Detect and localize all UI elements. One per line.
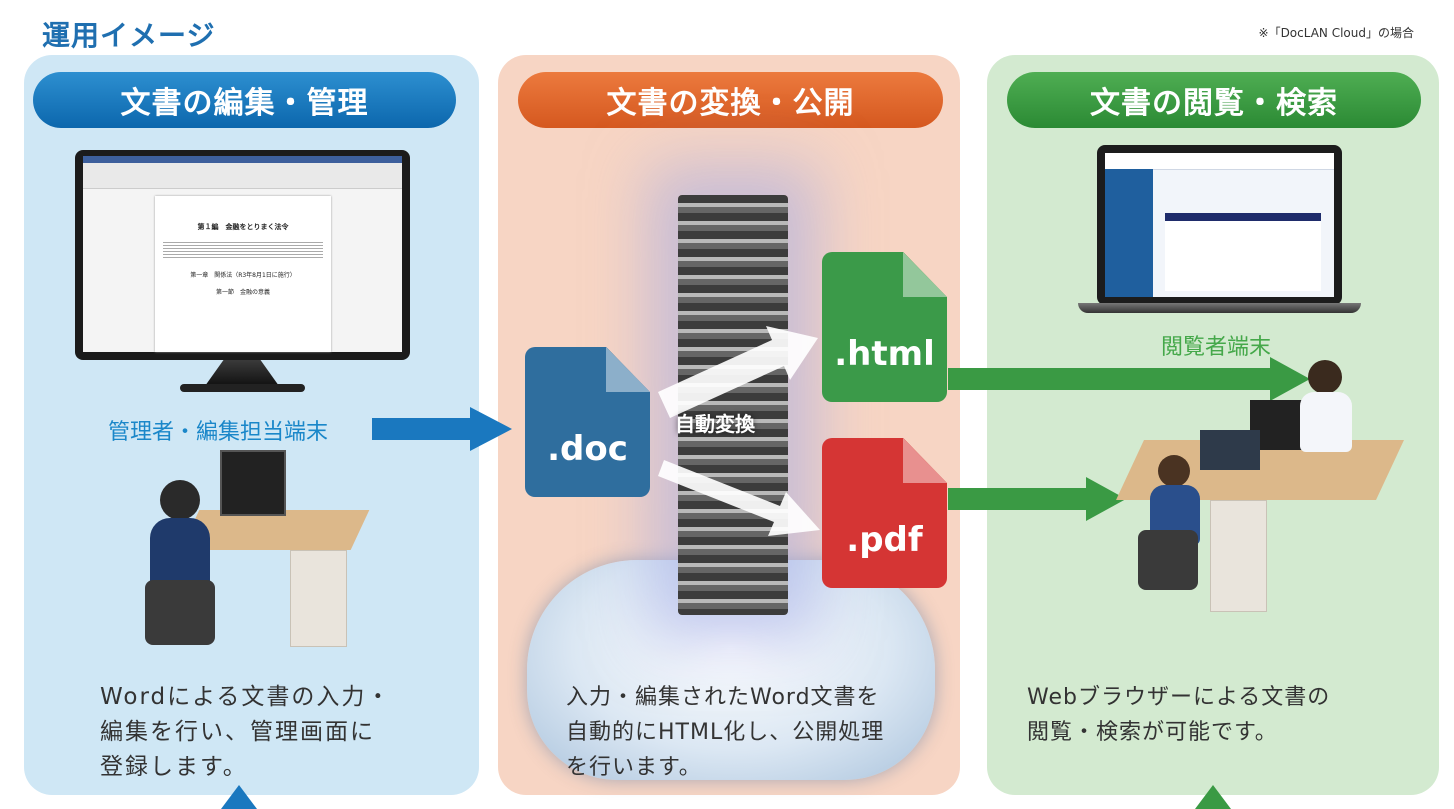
pdf-green-arrow-bar <box>948 488 1088 510</box>
panel1-bottom-pointer <box>221 785 257 809</box>
female-viewer <box>1158 455 1190 487</box>
word-ribbon <box>83 156 402 189</box>
edit-manage-heading: 文書の編集・管理 <box>33 72 456 128</box>
doc-file-icon: .doc <box>525 347 650 497</box>
laptop-base <box>1078 303 1361 313</box>
arrow-to-html <box>658 326 818 418</box>
laptop-content <box>1165 213 1321 291</box>
source-note: ※「DocLAN Cloud」の場合 <box>1258 26 1414 40</box>
html-green-arrow-head <box>1270 357 1310 401</box>
admin-desk-illustration <box>140 450 370 650</box>
view-desc-line-1: Webブラウザーによる文書の <box>1027 685 1331 710</box>
edit-manage-description: Wordによる文書の入力・ 編集を行い、管理画面に 登録します。 <box>100 680 391 785</box>
doc-chapter: 第一章 関係法（R3年8月1日に施行） <box>190 272 296 279</box>
laptop-screen <box>1105 153 1334 297</box>
viewer-office-illustration <box>1100 360 1404 620</box>
convert-desc-line-3: を行います。 <box>566 755 702 780</box>
view-search-heading: 文書の閲覧・検索 <box>1007 72 1421 128</box>
desk-drawer <box>290 550 347 647</box>
male-viewer <box>1308 360 1342 394</box>
panel3-bottom-pointer <box>1195 785 1231 809</box>
monitor-base <box>180 384 305 392</box>
view-search-description: Webブラウザーによる文書の 閲覧・検索が可能です。 <box>1027 680 1330 750</box>
blue-arrow-head <box>470 407 512 451</box>
laptop-sidebar <box>1105 169 1153 297</box>
admin-device-label: 管理者・編集担当端末 <box>108 420 329 445</box>
word-window: 第１編 金融をとりまく法令 第一章 関係法（R3年8月1日に施行） 第一節 金融… <box>83 156 402 352</box>
html-file-icon: .html <box>822 252 947 402</box>
viewer-drawer <box>1210 500 1267 612</box>
male-viewer-body <box>1300 392 1352 452</box>
edit-desc-line-1: Wordによる文書の入力・ <box>100 684 392 710</box>
convert-desc-line-2: 自動的にHTML化し、公開処理 <box>566 720 885 745</box>
doc-section: 第一節 金融の意義 <box>215 289 270 296</box>
doc-file-label: .doc <box>547 429 628 469</box>
html-file-label: .html <box>834 334 935 374</box>
laptop-topbar <box>1105 153 1334 170</box>
auto-convert-label: 自動変換 <box>675 412 755 436</box>
admin-person-body <box>150 518 210 588</box>
pdf-file-label: .pdf <box>846 520 923 560</box>
convert-publish-description: 入力・編集されたWord文書を 自動的にHTML化し、公開処理 を行います。 <box>566 680 884 785</box>
viewer-chair <box>1138 530 1198 590</box>
view-desc-line-2: 閲覧・検索が可能です。 <box>1027 720 1278 745</box>
doc-title: 第１編 金融をとりまく法令 <box>197 223 289 231</box>
page-title: 運用イメージ <box>42 19 216 52</box>
edit-desc-line-2: 編集を行い、管理画面に <box>100 719 375 745</box>
viewer-device-label: 閲覧者端末 <box>1161 335 1272 360</box>
pc-monitor-small <box>220 450 286 516</box>
word-page: 第１編 金融をとりまく法令 第一章 関係法（R3年8月1日に施行） 第一節 金融… <box>155 196 331 352</box>
conversion-arrows <box>658 326 820 536</box>
convert-publish-heading: 文書の変換・公開 <box>518 72 943 128</box>
edit-desc-line-3: 登録します。 <box>100 754 248 780</box>
html-green-arrow-bar <box>948 368 1273 390</box>
convert-desc-line-1: 入力・編集されたWord文書を <box>566 685 880 710</box>
viewer-laptop-small <box>1200 430 1260 470</box>
doc-body <box>163 240 323 260</box>
blue-arrow-bar <box>372 418 472 440</box>
admin-person <box>160 480 200 520</box>
pdf-file-icon: .pdf <box>822 438 947 588</box>
viewer-laptop <box>1097 145 1342 305</box>
admin-monitor: 第１編 金融をとりまく法令 第一章 関係法（R3年8月1日に施行） 第一節 金融… <box>75 150 410 360</box>
office-chair <box>145 580 215 645</box>
arrow-to-pdf <box>658 460 820 536</box>
